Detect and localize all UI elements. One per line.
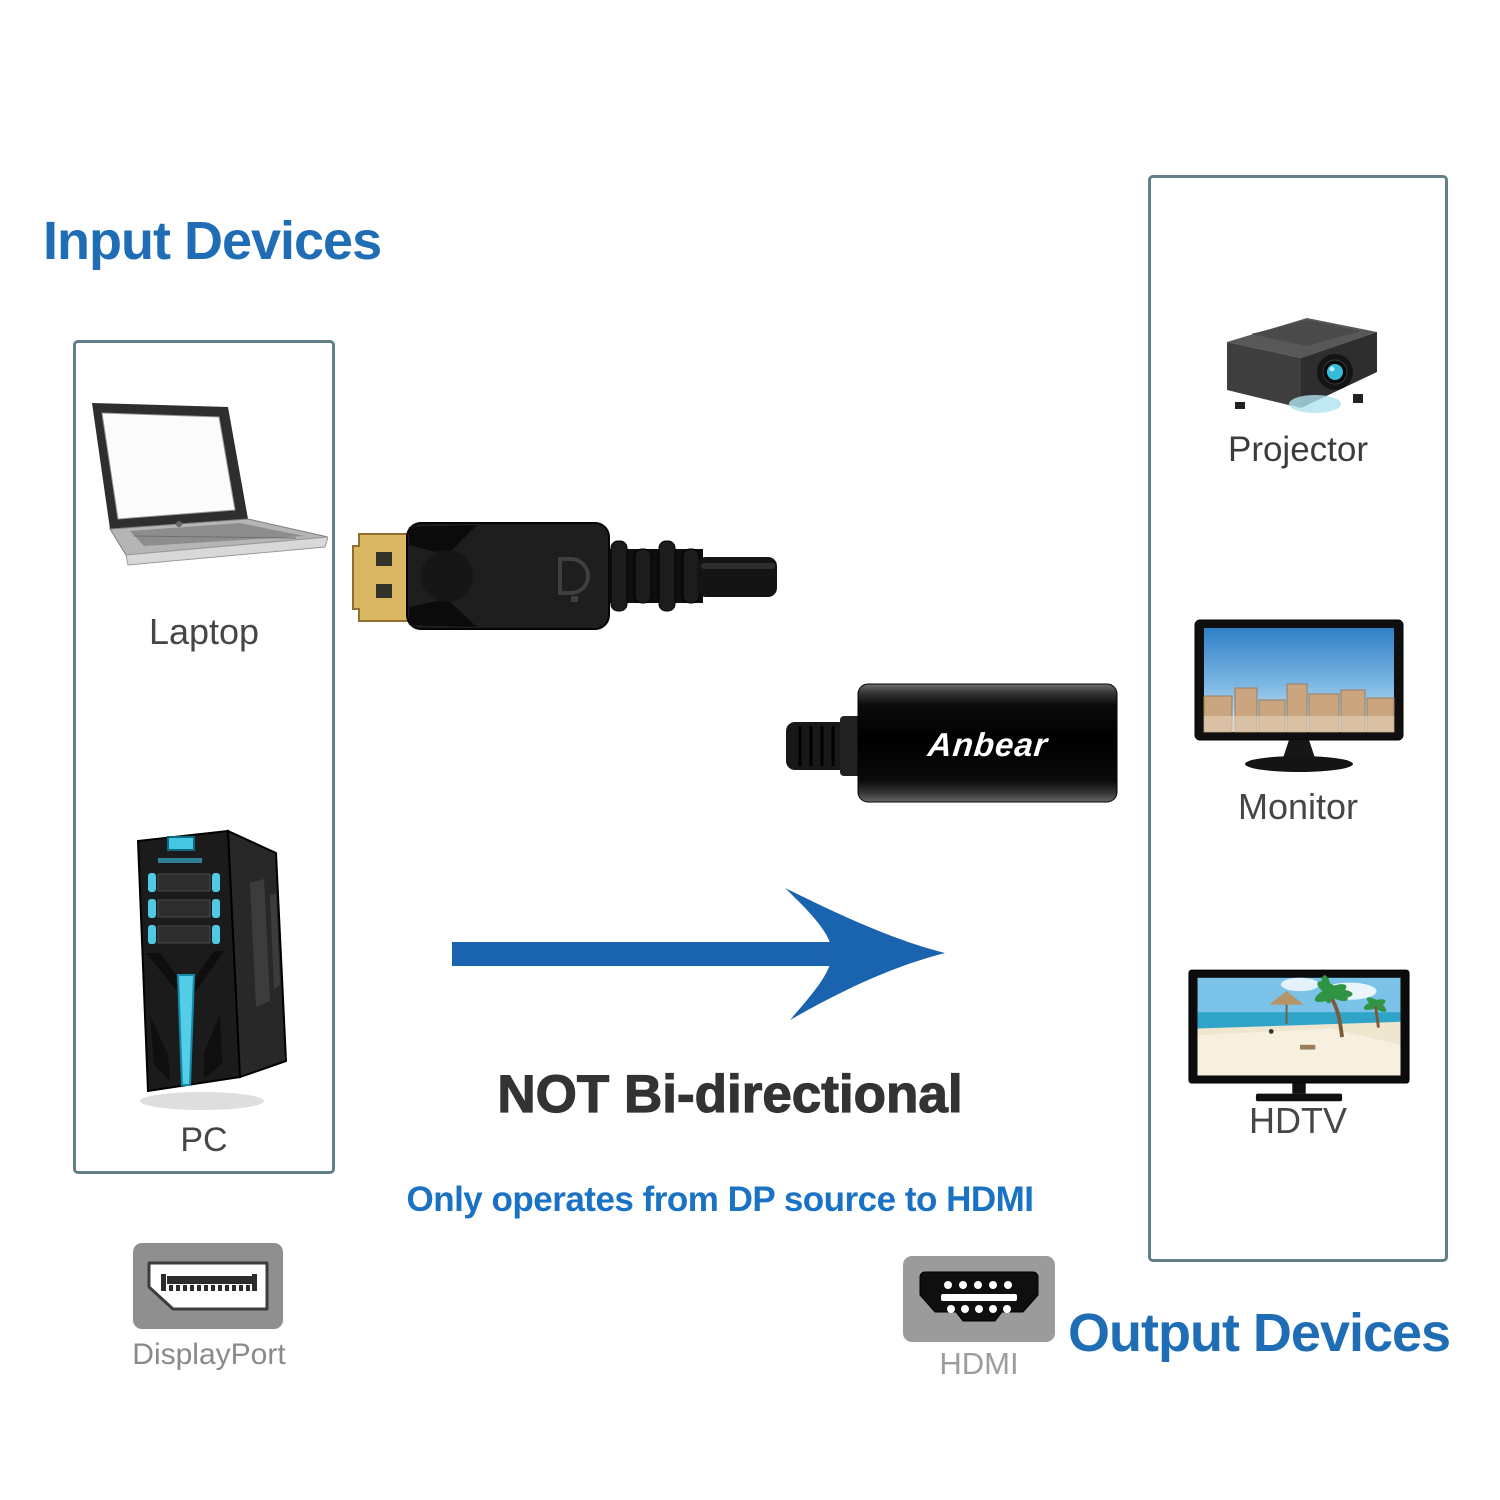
- pc-tower-image: [136, 829, 288, 1110]
- displayport-cable-image: [352, 522, 777, 630]
- input-devices-box: Laptop PC: [73, 340, 335, 1174]
- displayport-label: DisplayPort: [132, 1338, 286, 1371]
- laptop-image: [92, 403, 328, 566]
- displayport-icon: [133, 1243, 283, 1329]
- subline-text: Only operates from DP source to HDMI: [406, 1180, 1034, 1219]
- headline-text: NOT Bi-directional: [497, 1064, 963, 1124]
- projector-label: Projector: [1227, 430, 1369, 469]
- hdmi-icon: [903, 1256, 1055, 1342]
- adapter-brand-label: Anbear: [926, 726, 1050, 763]
- laptop-label: Laptop: [148, 611, 260, 652]
- arrow-right-icon: [452, 888, 945, 1020]
- monitor-label: Monitor: [1237, 786, 1359, 827]
- output-devices-title: Output Devices: [1068, 1303, 1451, 1363]
- hdmi-label: HDMI: [939, 1346, 1019, 1381]
- pc-label: PC: [180, 1121, 228, 1159]
- hdtv-label: HDTV: [1249, 1100, 1347, 1141]
- hdtv-image: [1188, 969, 1410, 1102]
- monitor-image: [1194, 619, 1404, 772]
- output-devices-box: Projector: [1148, 175, 1448, 1262]
- anbear-adapter-image: [786, 683, 1118, 803]
- projector-image: [1227, 318, 1377, 413]
- input-devices-title: Input Devices: [43, 211, 382, 271]
